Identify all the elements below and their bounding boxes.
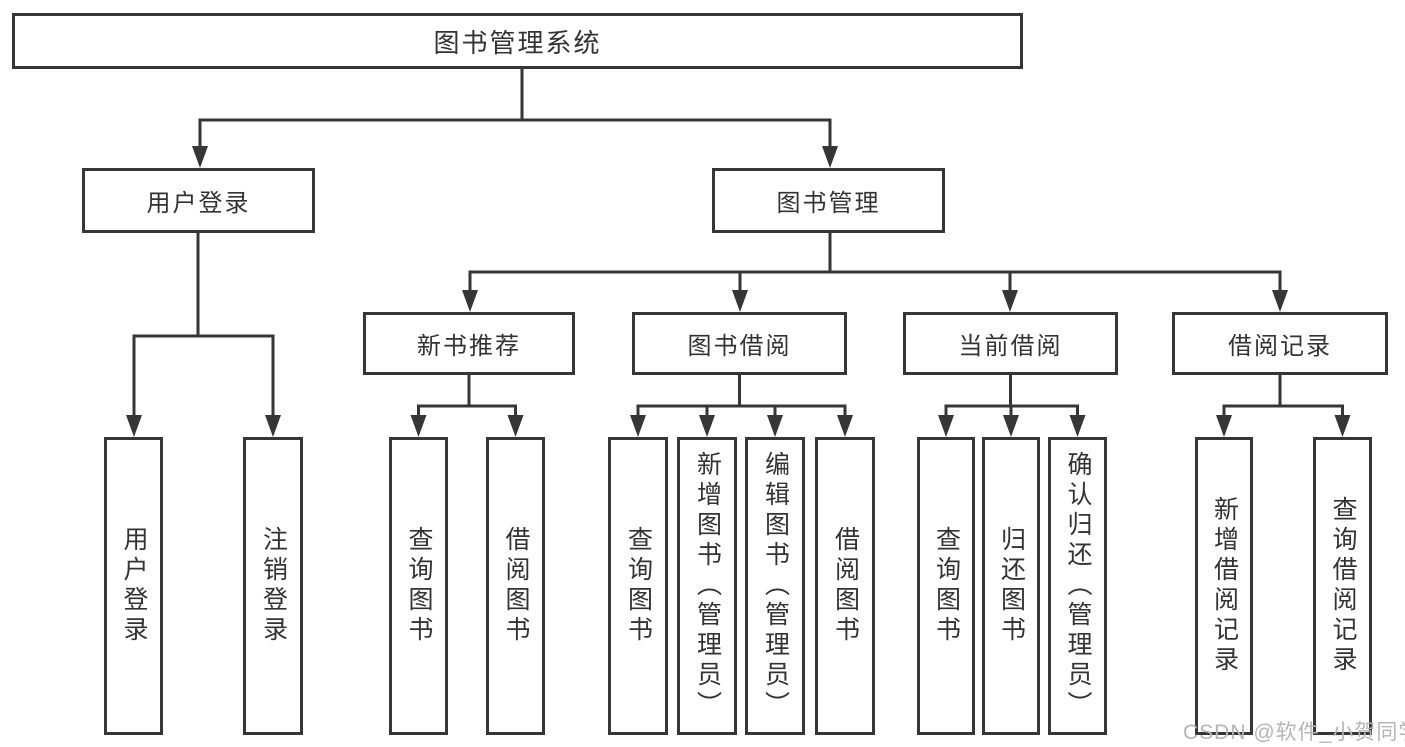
- leaf-query-books-recommend-label: 查询图书: [405, 526, 433, 646]
- leaf-user-login-label: 用户登录: [120, 526, 148, 646]
- leaf-add-borrow-record: 新增借阅记录: [1195, 437, 1253, 735]
- leaf-borrow-books: 借阅图书: [815, 437, 875, 735]
- leaf-query-books-borrow: 查询图书: [608, 437, 668, 735]
- connector-new-book-split: [410, 373, 524, 437]
- leaf-query-borrow-record-label: 查询借阅记录: [1329, 496, 1357, 676]
- leaf-borrow-books-recommend-label: 借阅图书: [502, 526, 530, 646]
- node-book-borrow-label: 图书借阅: [687, 333, 792, 360]
- node-current-borrow: 当前借阅: [903, 312, 1118, 375]
- connector-current-borrow-split: [938, 373, 1086, 437]
- node-book-borrow: 图书借阅: [632, 312, 847, 375]
- node-book-management: 图书管理: [712, 168, 945, 233]
- leaf-query-books-current-label: 查询图书: [932, 526, 961, 646]
- leaf-query-books-current: 查询图书: [917, 437, 975, 735]
- leaf-query-books-borrow-label: 查询图书: [624, 526, 653, 646]
- leaf-return-books-label: 归还图书: [997, 526, 1026, 646]
- leaf-logout-login-label: 注销登录: [259, 526, 288, 646]
- connector-book-borrow-split: [630, 373, 853, 437]
- leaf-query-books-recommend: 查询图书: [389, 437, 448, 735]
- leaf-query-borrow-record: 查询借阅记录: [1313, 437, 1372, 735]
- leaf-confirm-return-admin: 确认归还（管理员）: [1048, 437, 1107, 735]
- leaf-edit-books-admin: 编辑图书（管理员）: [745, 437, 805, 735]
- node-new-book-recommend: 新书推荐: [363, 312, 575, 375]
- node-current-borrow-label: 当前借阅: [958, 333, 1063, 360]
- node-root-system: 图书管理系统: [12, 13, 1023, 69]
- node-user-login-label: 用户登录: [146, 190, 251, 217]
- leaf-add-borrow-record-label: 新增借阅记录: [1210, 496, 1239, 676]
- connector-user-login-split: [126, 231, 281, 437]
- connector-root-split: [192, 66, 838, 168]
- node-borrow-records-label: 借阅记录: [1228, 333, 1332, 360]
- leaf-logout-login: 注销登录: [243, 437, 303, 735]
- leaf-edit-books-admin-label: 编辑图书（管理员）: [761, 451, 790, 721]
- connector-borrow-records-split: [1216, 373, 1351, 437]
- leaf-confirm-return-admin-label: 确认归还（管理员）: [1064, 451, 1092, 721]
- leaf-add-books-admin: 新增图书（管理员）: [677, 437, 737, 735]
- leaf-borrow-books-recommend: 借阅图书: [486, 437, 545, 735]
- node-borrow-records: 借阅记录: [1172, 312, 1388, 375]
- leaf-borrow-books-label: 借阅图书: [831, 526, 860, 646]
- leaf-add-books-admin-label: 新增图书（管理员）: [693, 451, 722, 721]
- node-new-book-recommend-label: 新书推荐: [417, 333, 521, 360]
- leaf-return-books: 归还图书: [982, 437, 1040, 735]
- node-root-system-label: 图书管理系统: [433, 27, 602, 58]
- connector-book-management-split: [462, 231, 1288, 312]
- node-user-login: 用户登录: [82, 168, 315, 233]
- node-book-management-label: 图书管理: [776, 190, 881, 217]
- csdn-watermark: CSDN @软件_小贺同学: [1183, 721, 1405, 744]
- leaf-user-login: 用户登录: [104, 437, 163, 735]
